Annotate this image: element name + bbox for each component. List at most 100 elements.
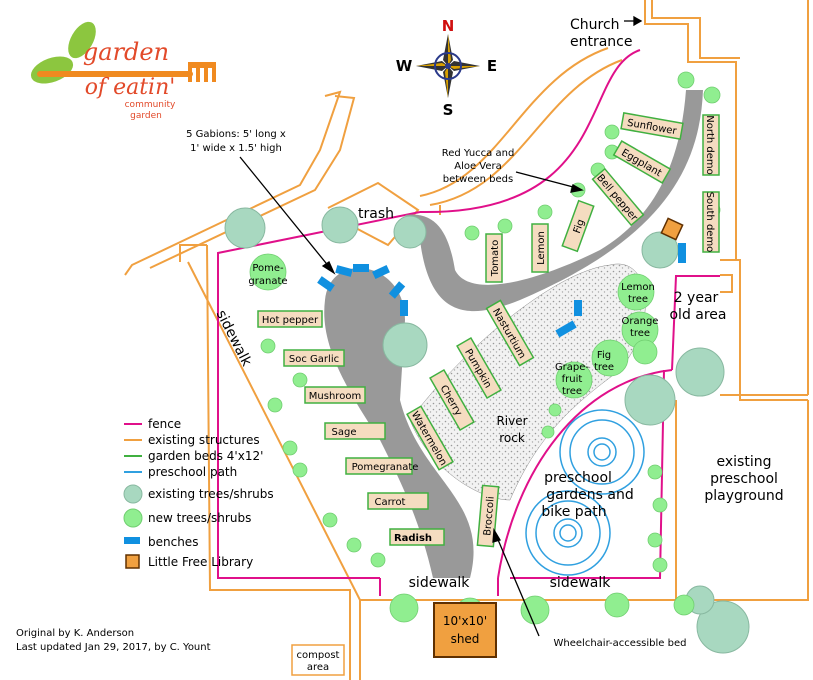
- logo-line4: garden: [130, 111, 162, 121]
- bed-label: Pomegranate: [352, 462, 419, 473]
- logo-line2: of eatin': [85, 75, 176, 100]
- playground-label-3: playground: [704, 488, 783, 504]
- bed-south-demo: South demo: [702, 191, 720, 253]
- bed-eggplant: Eggplant: [612, 140, 672, 184]
- bed-label: Lemon: [536, 231, 547, 265]
- little-free-library: [660, 217, 684, 241]
- legend-label: benches: [148, 535, 198, 549]
- legend-item-existing-trees: existing trees/shrubs: [123, 484, 274, 504]
- gabions-label: 5 Gabions: 5' long x: [186, 129, 286, 140]
- credit-line-1: Original by K. Anderson: [16, 628, 134, 639]
- legend-item-fence: fence: [124, 417, 181, 431]
- legend-label: existing trees/shrubs: [148, 487, 274, 501]
- bed-label: Soc Garlic: [289, 354, 339, 365]
- tree-label-pomegranate-2: granate: [248, 276, 287, 287]
- bed-label: Tomato: [490, 240, 501, 277]
- bed-label: Carrot: [375, 497, 406, 508]
- church-label-2: entrance: [570, 34, 633, 50]
- compass-rose: [416, 34, 480, 98]
- two-year-label-2: old area: [669, 307, 726, 323]
- sidewalk-bottom-left-label: sidewalk: [409, 575, 471, 591]
- bed-tomato: Tomato: [485, 233, 503, 283]
- tree-label-orange-2: tree: [630, 328, 650, 339]
- tree-label-fig-2: tree: [594, 362, 614, 373]
- bed-label: North demo: [704, 115, 715, 175]
- bed-bell-pepper: Bell pepper: [591, 167, 645, 227]
- preschool-gardens-label-3: bike path: [541, 504, 606, 520]
- shed-label-2: shed: [451, 632, 480, 646]
- river-rock-label-2: rock: [499, 431, 525, 445]
- legend-item-benches: benches: [124, 535, 198, 549]
- credit-line-2: Last updated Jan 29, 2017, by C. Yount: [16, 642, 211, 653]
- bed-lemon: Lemon: [531, 223, 549, 273]
- bed-pomegranate: Pomegranate: [345, 457, 419, 475]
- compost-area: [291, 644, 345, 676]
- preschool-gardens-label-2: gardens and: [546, 487, 633, 503]
- compass-e: E: [487, 57, 497, 75]
- legend-label: fence: [148, 417, 181, 431]
- bed-label: Hot pepper: [262, 315, 319, 326]
- bed-label: Broccoli: [482, 496, 496, 536]
- playground-label: existing: [717, 454, 772, 470]
- tree-label-fig: Fig: [597, 350, 611, 361]
- tree-label-grapefruit-2: fruit: [562, 374, 583, 385]
- bed-label: Mushroom: [309, 391, 361, 402]
- existing-structures: [124, 0, 809, 680]
- tree-label-grapefruit-3: tree: [562, 386, 582, 397]
- legend-label: new trees/shrubs: [148, 511, 251, 525]
- two-year-label: 2 year: [674, 290, 719, 306]
- legend-item-preschool-path: preschool path: [124, 465, 237, 479]
- playground-label-2: preschool: [710, 471, 778, 487]
- legend-label: Little Free Library: [148, 555, 253, 569]
- tree-label-grapefruit: Grape-: [555, 362, 589, 373]
- gravel-path: [324, 90, 703, 578]
- preschool-path: [525, 409, 645, 576]
- legend-item-existing-structures: existing structures: [124, 433, 260, 447]
- yucca-label-2: Aloe Vera: [454, 161, 502, 172]
- legend-label: garden beds 4'x12': [148, 449, 263, 463]
- bed-carrot: Carrot: [367, 492, 429, 510]
- legend-item-new-trees: new trees/shrubs: [123, 508, 251, 528]
- bed-label: Bell pepper: [594, 173, 640, 225]
- annotation-arrows: [239, 15, 643, 637]
- legend-item-little-free-library: Little Free Library: [125, 554, 253, 569]
- existing-trees: [224, 206, 750, 654]
- compass-s: S: [443, 101, 454, 119]
- legend-label: preschool path: [148, 465, 237, 479]
- bed-north-demo: North demo: [702, 114, 720, 176]
- bed-mushroom: Mushroom: [304, 386, 366, 404]
- bed-sage: Sage: [324, 422, 386, 440]
- legend-item-garden-beds: garden beds 4'x12': [124, 449, 263, 463]
- shed-label: 10'x10': [443, 614, 487, 628]
- bed-soc-garlic: Soc Garlic: [283, 349, 345, 367]
- church-label: Church: [570, 17, 620, 33]
- gabions-label-2: 1' wide x 1.5' high: [190, 143, 282, 154]
- bed-hot-pepper: Hot pepper: [257, 310, 323, 328]
- compass-n: N: [442, 17, 455, 35]
- benches: [317, 243, 686, 338]
- preschool-gardens-label: preschool: [544, 470, 612, 486]
- tree-label-lemon-2: tree: [628, 294, 648, 305]
- compost-label-2: area: [307, 662, 329, 673]
- yucca-label: Red Yucca and: [442, 148, 515, 159]
- bed-fig: Fig: [561, 199, 595, 253]
- yucca-label-3: between beds: [443, 174, 513, 185]
- bed-label: Fig: [572, 218, 587, 235]
- river-rock-label: River: [496, 414, 527, 428]
- compost-label: compost: [297, 650, 340, 661]
- logo: garden of eatin' community garden: [30, 21, 216, 121]
- legend: fence existing structures garden beds 4'…: [123, 417, 274, 569]
- bed-label: Sage: [332, 427, 357, 438]
- new-trees: [249, 71, 721, 627]
- tree-label-orange: Orange: [622, 316, 659, 327]
- bed-label: South demo: [704, 192, 715, 253]
- wheelchair-label: Wheelchair-accessible bed: [554, 638, 687, 649]
- shed: [433, 602, 497, 658]
- bed-sunflower: Sunflower: [620, 112, 684, 140]
- trash-label: trash: [358, 206, 394, 222]
- legend-label: existing structures: [148, 433, 260, 447]
- bed-label: Radish: [394, 533, 432, 544]
- tree-label-pomegranate: Pome-: [252, 263, 284, 274]
- bed-radish: Radish: [389, 528, 445, 546]
